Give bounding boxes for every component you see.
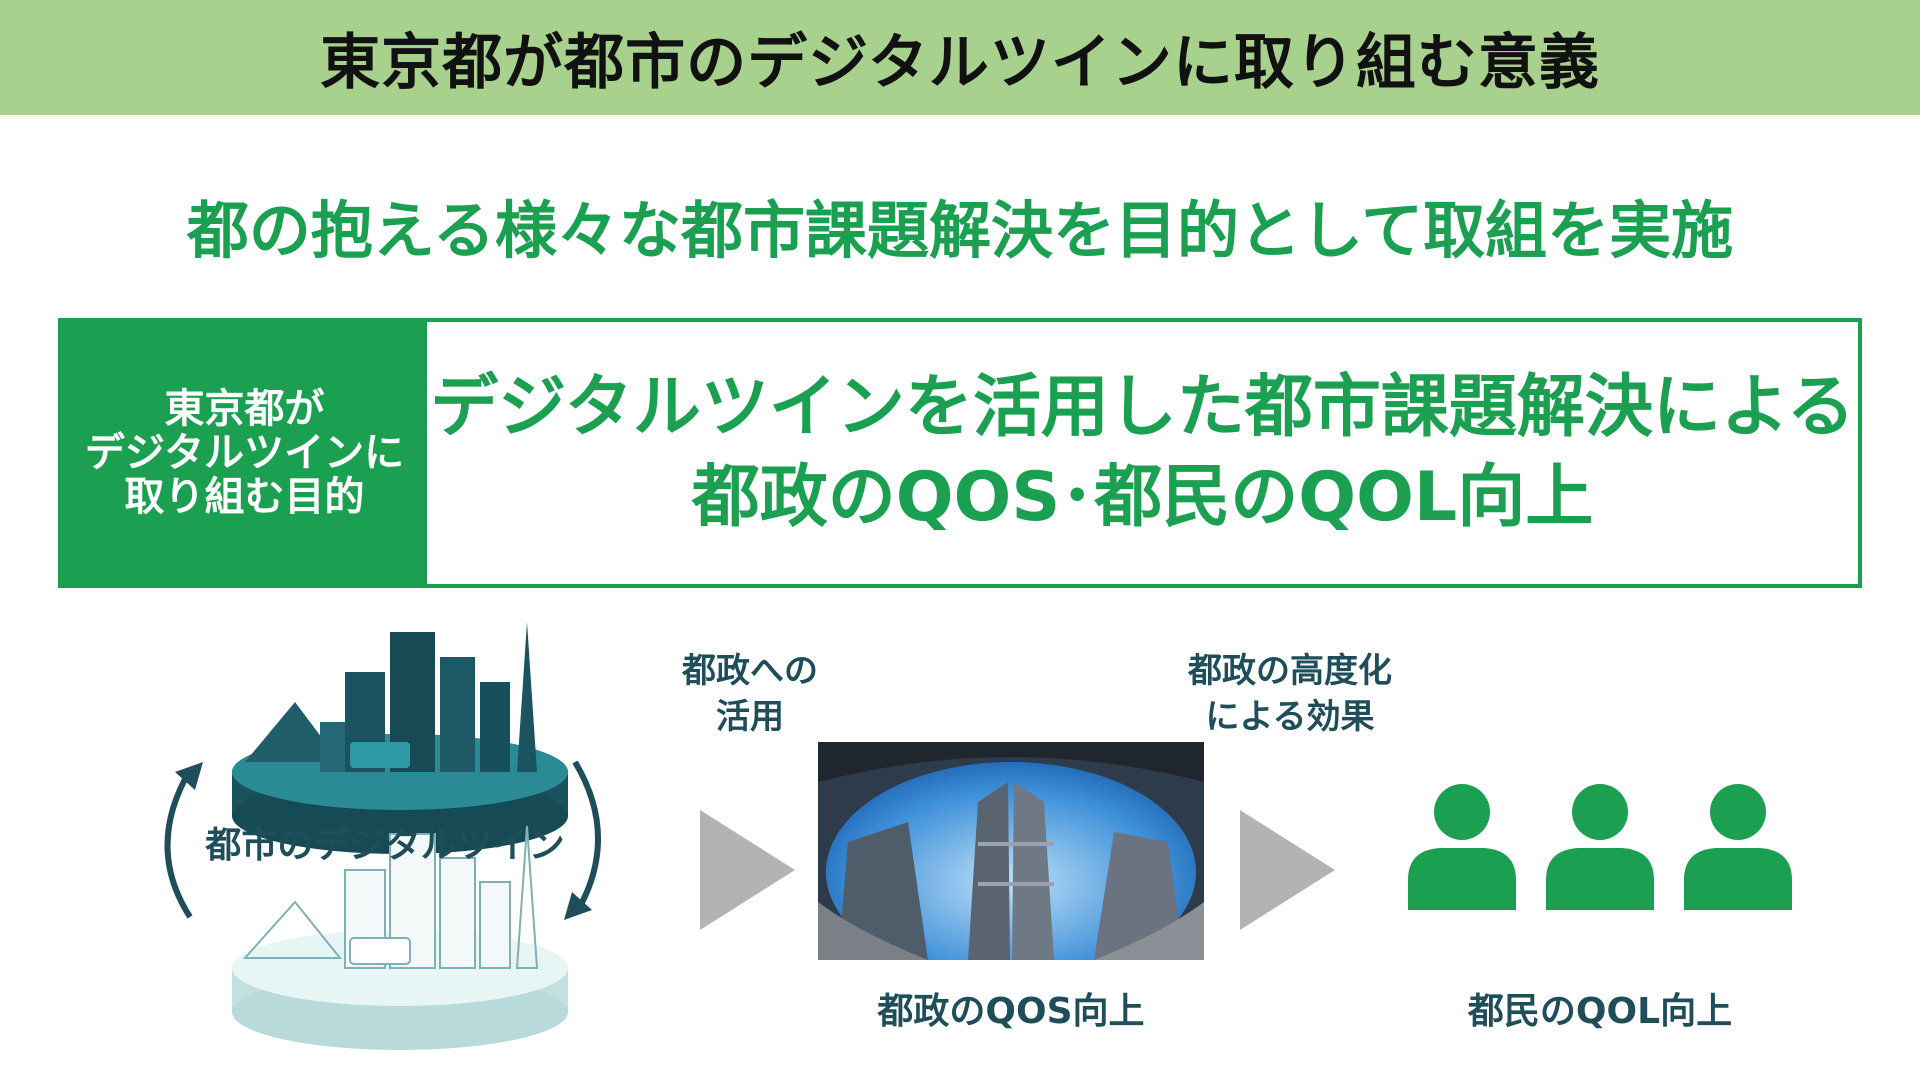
- purpose-label-line-1: 東京都が: [164, 386, 325, 432]
- person-icon: [1546, 784, 1654, 910]
- purpose-body-line-1: デジタルツインを活用した都市課題解決による: [430, 368, 1855, 447]
- arrow-head-icon: [175, 762, 203, 790]
- person-icon: [1684, 784, 1792, 910]
- purpose-body: デジタルツインを活用した都市課題解決による 都政のQOS･都民のQOL向上: [427, 322, 1858, 584]
- purpose-label-line-2: デジタルツインに: [84, 430, 405, 476]
- subtitle: 都の抱える様々な都市課題解決を目的として取組を実施: [186, 194, 1734, 267]
- government-building-photo: [818, 742, 1204, 960]
- step1-caption-line-1: 都政への: [682, 651, 818, 691]
- title-bar: 東京都が都市のデジタルツインに取り組む意義: [0, 0, 1920, 115]
- person-icon: [1408, 784, 1516, 910]
- purpose-body-line-2: 都政のQOS･都民のQOL向上: [691, 458, 1594, 537]
- arrow-head-icon: [564, 892, 592, 920]
- digital-twin-label: 都市のデジタルツイン: [205, 825, 565, 866]
- purpose-box: 東京都が デジタルツインに 取り組む目的 デジタルツインを活用した都市課題解決に…: [58, 318, 1862, 588]
- qol-label: 都民のQOL向上: [1467, 991, 1733, 1032]
- digital-city-icon: [232, 622, 568, 854]
- page-title: 東京都が都市のデジタルツインに取り組む意義: [320, 28, 1600, 98]
- step2-caption: 都政の高度化 による効果: [1150, 648, 1430, 740]
- step1-caption: 都政への 活用: [655, 648, 845, 740]
- circular-arrows-icon: [164, 760, 601, 919]
- right-triangle-arrow-icon: [700, 810, 795, 930]
- purpose-label-line-3: 取り組む目的: [124, 474, 365, 520]
- step2-caption-line-1: 都政の高度化: [1188, 651, 1392, 691]
- qos-label: 都政のQOS向上: [877, 991, 1145, 1032]
- right-triangle-arrow-icon: [1240, 810, 1335, 930]
- step2-caption-line-2: による効果: [1205, 697, 1375, 737]
- digital-twin-illustration: [164, 622, 601, 1050]
- step1-caption-line-2: 活用: [716, 697, 784, 737]
- physical-city-icon: [232, 825, 568, 1050]
- citizens-illustration: [1408, 784, 1792, 910]
- purpose-label: 東京都が デジタルツインに 取り組む目的: [62, 322, 427, 584]
